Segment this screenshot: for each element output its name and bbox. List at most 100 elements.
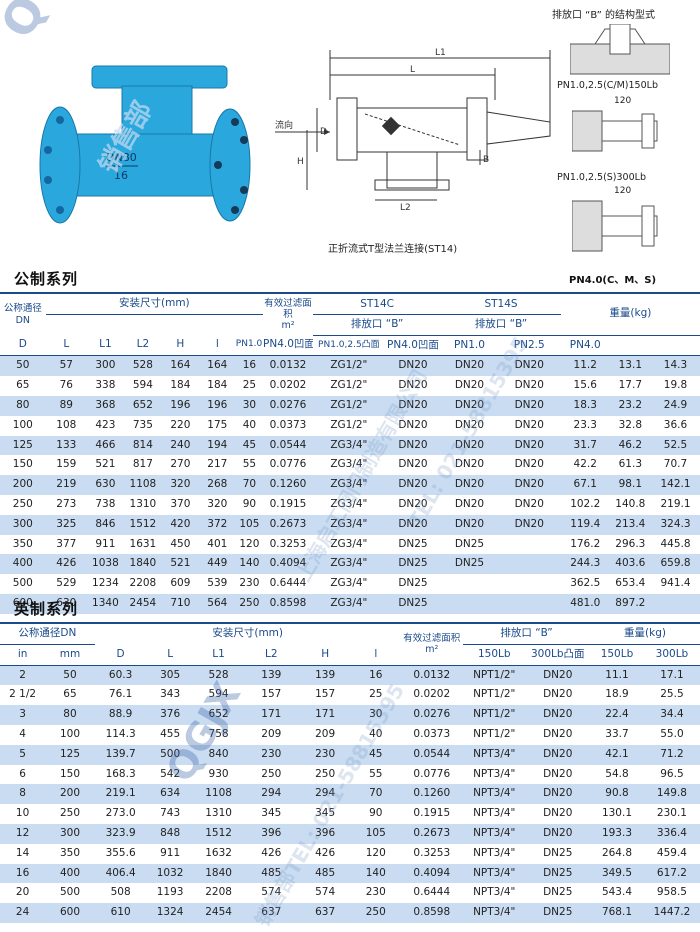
metric-cell: DN20 bbox=[441, 494, 498, 515]
imperial-cell: NPT1/2" bbox=[463, 705, 526, 725]
imperial-cell: DN20 bbox=[525, 744, 591, 765]
metric-cell: DN25 bbox=[441, 554, 498, 575]
imperial-cell: 149.8 bbox=[643, 784, 700, 805]
metric-cell: 125 bbox=[0, 435, 46, 456]
metric-cell: 219 bbox=[45, 475, 87, 495]
imperial-cell: 273.0 bbox=[94, 804, 147, 824]
metric-subheader-cell-2: L1 bbox=[86, 335, 124, 356]
metric-subheader-cell-5: l bbox=[198, 335, 236, 356]
metric-cell: 1108 bbox=[123, 475, 162, 495]
metric-cell: 659.8 bbox=[650, 554, 700, 575]
metric-subheader-cell-12: PN4.0 bbox=[560, 335, 610, 356]
metric-cell: 897.2 bbox=[609, 593, 651, 614]
imperial-subheader-cell-5: L2 bbox=[243, 644, 300, 666]
metric-cell: 0.0132 bbox=[263, 355, 313, 377]
metric-cell: 240 bbox=[161, 435, 199, 456]
imperial-subheader-cell-8: 150Lb bbox=[463, 644, 526, 666]
metric-cell: 23.3 bbox=[560, 415, 610, 436]
imperial-cell: 54.8 bbox=[590, 764, 644, 785]
metric-cell: ZG3/4" bbox=[313, 534, 385, 555]
metric-subheader-cell-11: PN2.5 bbox=[497, 335, 561, 356]
metric-cell: 133 bbox=[45, 435, 87, 456]
metric-cell: DN20 bbox=[497, 376, 561, 396]
metric-cell bbox=[497, 534, 561, 555]
imperial-cell: 2 bbox=[0, 665, 46, 686]
metric-cell: DN20 bbox=[441, 514, 498, 535]
metric-cell: 846 bbox=[86, 514, 124, 535]
imperial-cell: 250 bbox=[299, 764, 351, 785]
imperial-cell: 758 bbox=[193, 724, 244, 745]
metric-h-st14c: ST14C bbox=[313, 293, 442, 315]
imperial-h-area-unit: m² bbox=[425, 644, 439, 656]
pn-label: 16 bbox=[114, 169, 128, 182]
metric-cell bbox=[497, 554, 561, 575]
metric-cell: 0.1260 bbox=[263, 475, 313, 495]
metric-cell: 273 bbox=[45, 494, 87, 515]
imperial-cell: 139 bbox=[243, 665, 300, 686]
imperial-cell: 25.5 bbox=[643, 685, 700, 706]
imperial-cell: 17.1 bbox=[643, 665, 700, 686]
imperial-cell: NPT1/2" bbox=[463, 724, 526, 745]
metric-cell: 539 bbox=[198, 574, 236, 594]
imperial-cell: DN25 bbox=[525, 843, 591, 864]
metric-cell: 817 bbox=[123, 455, 162, 476]
metric-subheader-cell-8: PN1.0,2.5凸面 bbox=[313, 335, 385, 356]
imperial-cell: 42.1 bbox=[590, 744, 644, 765]
imperial-cell: 100 bbox=[45, 724, 95, 745]
metric-subheader: DLL1L2HlPN1.0,2.5PN4.0凹面PN1.0,2.5凸面PN4.0… bbox=[0, 335, 700, 356]
metric-cell: 42.2 bbox=[560, 455, 610, 476]
metric-cell: 57 bbox=[45, 355, 87, 377]
imperial-cell: 574 bbox=[299, 883, 351, 904]
outlet-type-2: PN1.0,2.5(S)300Lb bbox=[557, 172, 646, 183]
metric-cell: 528 bbox=[123, 355, 162, 377]
metric-cell: DN20 bbox=[497, 514, 561, 535]
metric-cell: 0.0776 bbox=[263, 455, 313, 476]
imperial-h-outlet: 排放口 “B” bbox=[463, 623, 591, 645]
metric-cell: 401 bbox=[198, 534, 236, 555]
metric-cell: 19.8 bbox=[650, 376, 700, 396]
metric-cell: 0.4094 bbox=[263, 554, 313, 575]
imperial-cell: 230.1 bbox=[643, 804, 700, 824]
imperial-cell: 1840 bbox=[193, 863, 244, 884]
metric-h-area-unit: m² bbox=[281, 320, 295, 332]
metric-cell: 300 bbox=[86, 355, 124, 377]
imperial-cell: 459.4 bbox=[643, 843, 700, 864]
metric-cell: 217 bbox=[198, 455, 236, 476]
imperial-cell: 0.0373 bbox=[400, 724, 464, 745]
imperial-cell: 396 bbox=[243, 823, 300, 844]
imperial-cell: 90 bbox=[350, 804, 401, 824]
metric-cell bbox=[441, 593, 498, 614]
metric-cell: 18.3 bbox=[560, 395, 610, 416]
imperial-cell: 0.0544 bbox=[400, 744, 464, 765]
metric-h-install: 安装尺寸(mm) bbox=[45, 293, 264, 315]
imperial-cell: 45 bbox=[350, 744, 401, 765]
metric-cell: 594 bbox=[123, 376, 162, 396]
imperial-cell: 16 bbox=[0, 863, 46, 884]
imperial-cell: 911 bbox=[146, 843, 194, 864]
imperial-cell: 193.3 bbox=[590, 823, 644, 844]
metric-cell: 23.2 bbox=[609, 395, 651, 416]
metric-cell: 98.1 bbox=[609, 475, 651, 495]
metric-cell: 362.5 bbox=[560, 574, 610, 594]
metric-cell: 40 bbox=[235, 415, 264, 436]
imperial-cell: 2208 bbox=[193, 883, 244, 904]
metric-cell: 481.0 bbox=[560, 593, 610, 614]
metric-cell: 735 bbox=[123, 415, 162, 436]
metric-cell: 219.1 bbox=[650, 494, 700, 515]
metric-cell: 529 bbox=[45, 574, 87, 594]
metric-cell: 105 bbox=[235, 514, 264, 535]
metric-cell: DN25 bbox=[384, 574, 442, 594]
illustration-area: DN80 16 L1 bbox=[0, 0, 700, 286]
metric-cell: ZG3/4" bbox=[313, 494, 385, 515]
metric-cell: 70 bbox=[235, 475, 264, 495]
imperial-cell: DN20 bbox=[525, 705, 591, 725]
imperial-subheader-cell-1: mm bbox=[45, 644, 95, 666]
imperial-cell: 376 bbox=[146, 705, 194, 725]
